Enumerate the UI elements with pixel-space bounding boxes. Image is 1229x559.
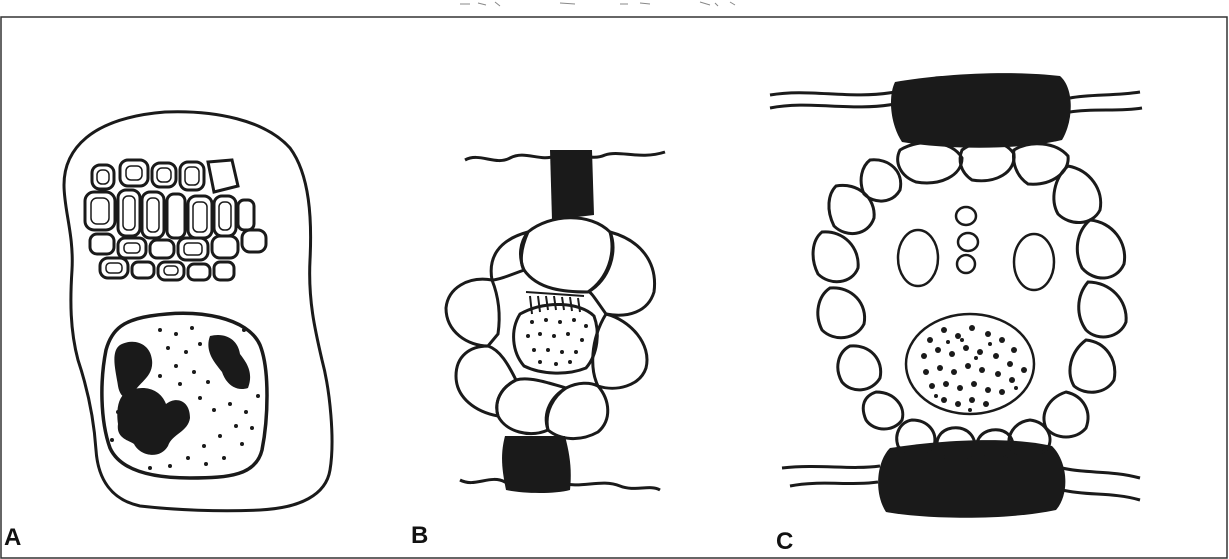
panel-b-striated-band (526, 292, 584, 314)
panel-c-bottom-wall-left (782, 466, 880, 486)
panel-a-inclusion-cluster (85, 160, 266, 280)
cropped-caption-fragment (460, 2, 735, 6)
panel-c-label: C (776, 528, 793, 556)
panel-c-internal-vesicles (898, 207, 1054, 290)
panel-b-cell-ring (446, 218, 655, 439)
panel-c-structure (770, 73, 1142, 518)
panel-c-upper-plug (891, 73, 1071, 148)
panel-b-structure (446, 150, 665, 493)
panel-b-label: B (411, 522, 428, 550)
panel-b-lower-stalk (502, 436, 571, 493)
panel-a-cell-membrane (64, 112, 332, 511)
panel-c-top-wall-lower (770, 104, 895, 108)
panel-a-cell (64, 112, 332, 511)
panel-c-nucleus-granules (921, 325, 1027, 412)
panel-c-top-wall-right (1070, 92, 1142, 112)
panel-c-bottom-wall-right (1062, 468, 1140, 500)
panel-a-label: A (4, 524, 21, 552)
panel-b-central-speckles (526, 318, 588, 366)
panel-b-upper-stalk (550, 150, 594, 220)
panel-a-chromatin-clumps (114, 335, 250, 455)
panel-c-top-wall-upper (770, 92, 895, 95)
